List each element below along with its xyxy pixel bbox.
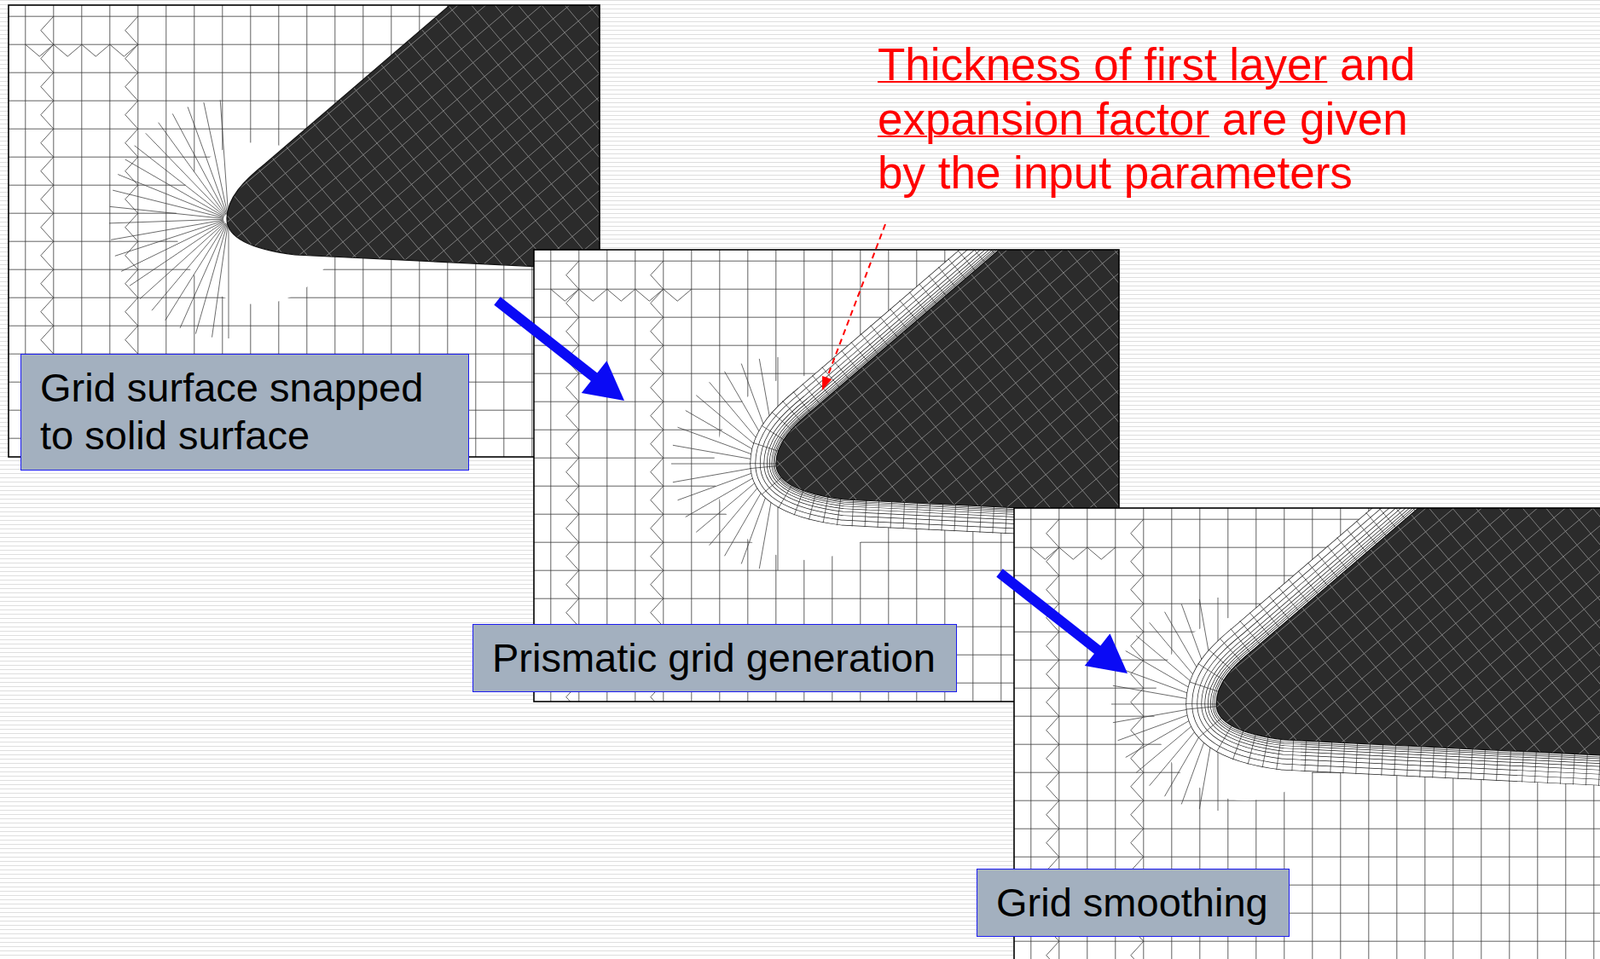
arrow-shaft: [497, 301, 598, 381]
arrow-head: [1084, 633, 1128, 674]
step-label-box: Grid surface snapped to solid surface: [20, 353, 470, 471]
panel-content: [8, 5, 600, 458]
surface-mesh: [1014, 508, 1600, 959]
solid-body: [533, 249, 1119, 702]
annotation-text: and: [1339, 39, 1415, 90]
flow-arrow: [497, 301, 625, 401]
panel-content: [533, 249, 1119, 702]
arrow-head: [581, 360, 625, 401]
surface-mesh: [533, 249, 1119, 702]
surface-mesh: [8, 5, 600, 458]
leader-line: [827, 224, 886, 378]
annotation-note: Thickness of first layer and expansion f…: [877, 37, 1445, 201]
body-outline: [1216, 508, 1600, 769]
step-label-box: Grid smoothing: [976, 869, 1290, 938]
body-outline: [226, 5, 600, 284]
solid-body: [1014, 508, 1600, 959]
annotation-text: Thickness of first layer: [877, 39, 1328, 90]
leader-arrow: [822, 224, 886, 391]
step-label: Prismatic grid generation: [492, 634, 938, 683]
body-outline: [776, 249, 1119, 528]
arrow-shaft: [999, 573, 1102, 654]
fan-lines: [109, 99, 229, 339]
annotation-text: expansion factor: [877, 93, 1210, 145]
step-label-box: Prismatic grid generation: [472, 624, 957, 693]
leader-head: [822, 376, 832, 391]
step-label: Grid surface snapped to solid surface: [40, 364, 450, 461]
solid-body: [8, 5, 600, 458]
panel-content: [1014, 508, 1600, 959]
mesh-panel: [134, 0, 1600, 959]
flow-arrow: [999, 573, 1128, 674]
step-label: Grid smoothing: [996, 879, 1270, 928]
